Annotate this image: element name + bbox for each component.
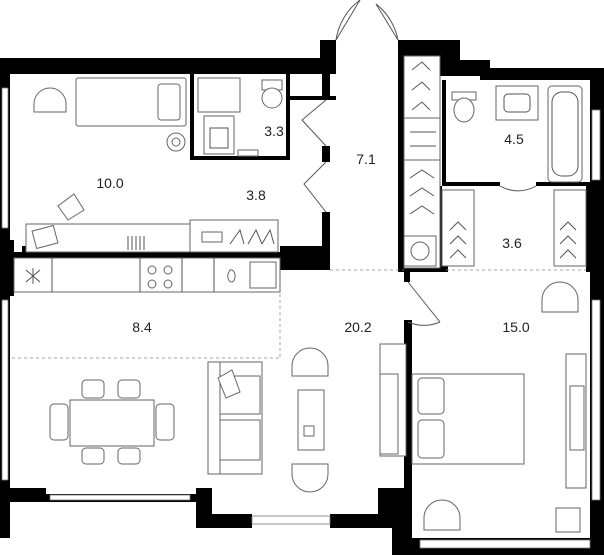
kitchen-furniture	[13, 257, 281, 293]
room-labels: 10.0 3.3 7.1 4.5 3.8 3.6 8.4 20.2 15.0	[96, 123, 529, 335]
hall-furniture	[403, 55, 441, 269]
area-label-corridor: 3.8	[246, 187, 266, 203]
area-label-bedroom-2: 15.0	[502, 319, 529, 335]
doors	[301, 0, 537, 326]
bedroom-1-furniture	[25, 77, 191, 253]
area-label-living: 20.2	[344, 319, 371, 335]
corridor-furniture	[189, 219, 279, 253]
living-furniture	[207, 343, 407, 493]
dining-furniture	[49, 379, 175, 465]
area-label-kitchen: 8.4	[132, 319, 152, 335]
bedroom-2-furniture	[411, 281, 587, 533]
area-label-bathroom-2: 4.5	[504, 131, 524, 147]
area-label-bathroom-1: 3.3	[264, 123, 284, 139]
area-label-hall: 7.1	[356, 151, 376, 167]
bathroom-1-fixtures	[197, 77, 283, 157]
wardrobe-furniture	[441, 189, 587, 267]
area-label-wardrobe: 3.6	[502, 235, 522, 251]
bathroom-2-fixtures	[451, 85, 583, 183]
area-label-bedroom-1: 10.0	[96, 175, 123, 191]
windows	[1, 87, 601, 549]
